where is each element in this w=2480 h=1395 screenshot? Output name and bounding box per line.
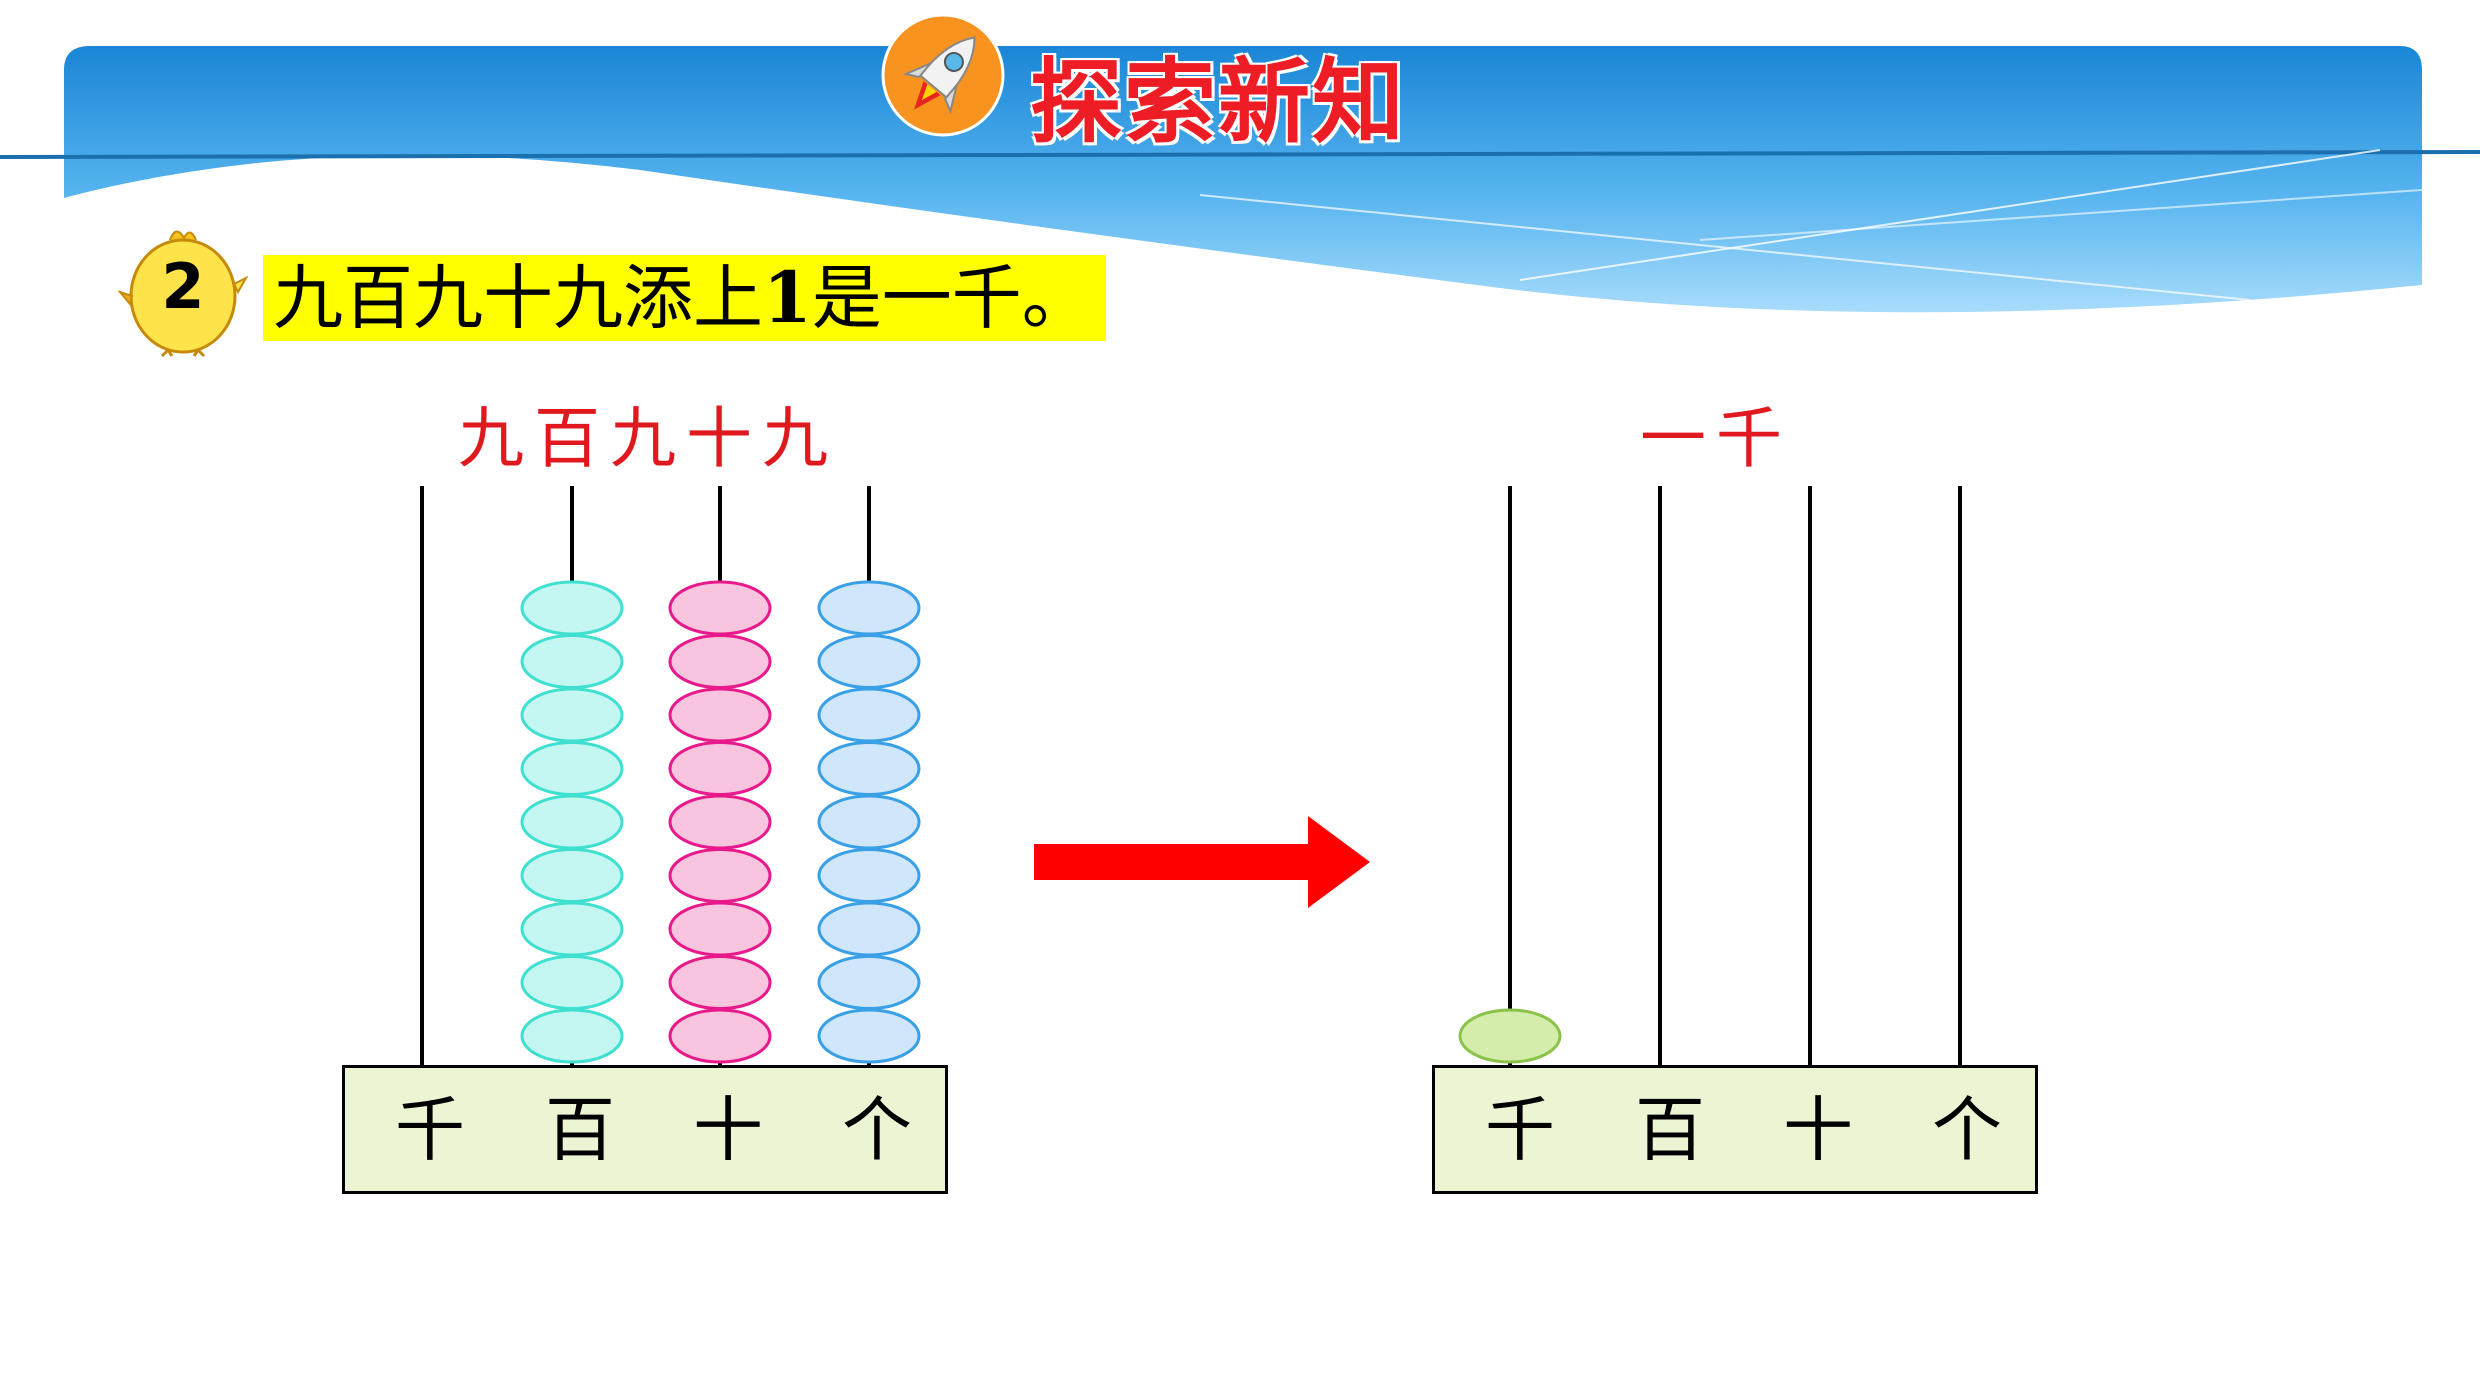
problem-number-badge: 2 (116, 222, 249, 358)
place-label-ones: 个 (842, 1089, 912, 1171)
left-bead-tens (668, 955, 772, 1010)
problem-statement: 九百九十九添上1是一千。 (263, 255, 1106, 341)
place-label-hundreds: 百 (1635, 1089, 1705, 1171)
rocket-icon (881, 13, 1005, 137)
right-abacus-label: 一千 (1640, 400, 1792, 477)
left-bead-hundreds (520, 955, 624, 1010)
left-bead-tens (668, 794, 772, 850)
left-bead-tens (668, 1008, 772, 1064)
left-bead-hundreds (520, 848, 624, 903)
left-abacus-base: 千 百 十 个 (342, 1065, 948, 1194)
left-bead-tens (668, 687, 772, 743)
left-bead-tens (668, 634, 772, 689)
left-bead-ones (817, 955, 921, 1010)
left-bead-tens (668, 580, 772, 636)
left-bead-hundreds (520, 580, 624, 636)
left-abacus-label: 九百九十九 (458, 400, 838, 477)
left-bead-hundreds (520, 741, 624, 796)
left-bead-ones (817, 848, 921, 903)
left-bead-tens (668, 848, 772, 903)
left-bead-hundreds (520, 634, 624, 689)
arrow-shaft (1034, 844, 1314, 880)
place-label-tens: 十 (693, 1089, 763, 1171)
right-arrow-icon (1034, 816, 1370, 908)
statement-before: 九百九十九添上 (273, 257, 763, 339)
page-title: 探索新知 (1030, 49, 1407, 156)
chick-icon (116, 230, 249, 358)
left-bead-hundreds (520, 1008, 624, 1064)
left-bead-hundreds (520, 901, 624, 957)
left-bead-ones (817, 634, 921, 689)
problem-number: 2 (161, 250, 205, 323)
left-bead-hundreds (520, 794, 624, 850)
left-bead-ones (817, 687, 921, 743)
left-bead-hundreds (520, 687, 624, 743)
arrow-head (1308, 816, 1370, 908)
right-bead-thousands (1458, 1008, 1562, 1064)
place-label-thousands: 千 (395, 1089, 465, 1171)
left-bead-ones (817, 1008, 921, 1064)
statement-highlight: 1 (763, 256, 812, 339)
place-label-ones: 个 (1932, 1089, 2002, 1171)
right-abacus-base: 千 百 十 个 (1432, 1065, 2038, 1194)
left-bead-ones (817, 580, 921, 636)
left-bead-tens (668, 901, 772, 957)
place-label-hundreds: 百 (545, 1089, 615, 1171)
left-bead-ones (817, 794, 921, 850)
statement-after: 是一千。 (811, 257, 1092, 339)
left-bead-ones (817, 901, 921, 957)
left-bead-ones (817, 741, 921, 796)
place-label-tens: 十 (1783, 1089, 1853, 1171)
left-bead-tens (668, 741, 772, 796)
place-label-thousands: 千 (1485, 1089, 1555, 1171)
